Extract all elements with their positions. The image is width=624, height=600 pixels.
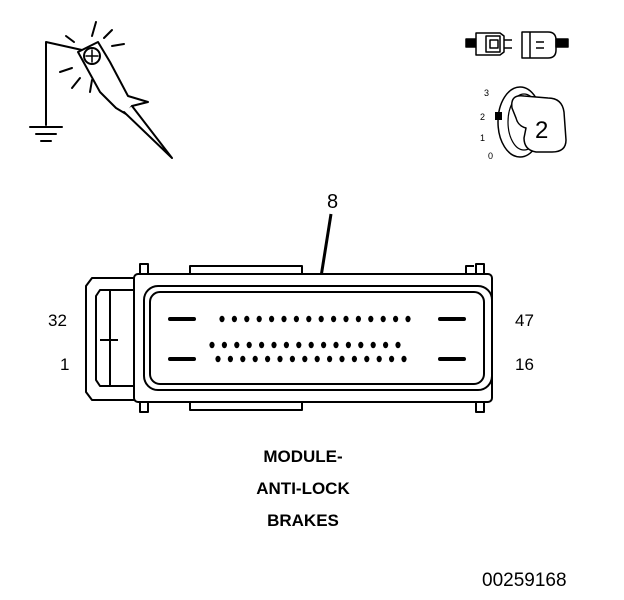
pin-cavity bbox=[215, 355, 221, 363]
pin-cavity bbox=[333, 341, 339, 349]
pin-cavity bbox=[209, 341, 215, 349]
pin-cavity bbox=[271, 341, 277, 349]
pin-cavity bbox=[389, 355, 395, 363]
pin-cavity bbox=[246, 341, 252, 349]
pin-cavity bbox=[265, 355, 271, 363]
pin-cavity bbox=[281, 315, 287, 323]
pin-cavity bbox=[355, 315, 361, 323]
pin-cavity bbox=[293, 315, 299, 323]
key-position-0: 0 bbox=[488, 151, 493, 161]
pin-cavity bbox=[231, 315, 237, 323]
pin-cavity bbox=[302, 355, 308, 363]
pin-cavities bbox=[209, 315, 411, 363]
pin-cavity bbox=[401, 355, 407, 363]
pin-cavity bbox=[269, 315, 275, 323]
pin-cavity bbox=[370, 341, 376, 349]
module-title-line-3: BRAKES bbox=[267, 511, 339, 530]
pin-label-bottom-left: 1 bbox=[60, 355, 69, 374]
pin-cavity bbox=[252, 355, 258, 363]
disconnected-connector-icon bbox=[465, 31, 569, 59]
pin-cavity bbox=[393, 315, 399, 323]
pin-cavity bbox=[244, 315, 250, 323]
module-title-line-2: ANTI-LOCK bbox=[256, 479, 350, 498]
pin-label-top-left: 32 bbox=[48, 311, 67, 330]
pin-cavity bbox=[395, 341, 401, 349]
pin-cavity bbox=[343, 315, 349, 323]
pin-cavity bbox=[405, 315, 411, 323]
pin-cavity bbox=[318, 315, 324, 323]
pin-cavity bbox=[345, 341, 351, 349]
pin-cavity bbox=[308, 341, 314, 349]
test-probe-ground-icon bbox=[29, 21, 173, 159]
pin-cavity bbox=[221, 341, 227, 349]
pin-cavity bbox=[380, 315, 386, 323]
key-position-3: 3 bbox=[484, 88, 489, 98]
pin-cavity bbox=[296, 341, 302, 349]
pin-cavity bbox=[351, 355, 357, 363]
pin-cavity bbox=[234, 341, 240, 349]
pin-cavity bbox=[364, 355, 370, 363]
pin-cavity bbox=[277, 355, 283, 363]
pin-label-top-right: 47 bbox=[515, 311, 534, 330]
pin-callout-label: 8 bbox=[327, 191, 338, 213]
module-title-line-1: MODULE- bbox=[263, 447, 342, 466]
pin-cavity bbox=[306, 315, 312, 323]
pin-cavity bbox=[358, 341, 364, 349]
pin-cavity bbox=[314, 355, 320, 363]
pin-cavity bbox=[383, 341, 389, 349]
pin-cavity bbox=[240, 355, 246, 363]
key-position-1: 1 bbox=[480, 133, 485, 143]
pin-cavity bbox=[256, 315, 262, 323]
figure-number: 00259168 bbox=[482, 570, 567, 591]
pin-cavity bbox=[321, 341, 327, 349]
pin-cavity bbox=[368, 315, 374, 323]
pin-label-bottom-right: 16 bbox=[515, 355, 534, 374]
pin-cavity bbox=[327, 355, 333, 363]
pin-cavity bbox=[219, 315, 225, 323]
pin-cavity bbox=[283, 341, 289, 349]
pin-cavity bbox=[331, 315, 337, 323]
key-selected-position: 2 bbox=[535, 117, 548, 144]
key-position-2: 2 bbox=[480, 112, 485, 122]
pin-cavity bbox=[259, 341, 265, 349]
pin-cavity bbox=[289, 355, 295, 363]
pin-cavity bbox=[227, 355, 233, 363]
pin-cavity bbox=[339, 355, 345, 363]
ignition-switch-icon: 3 2 1 0 2 bbox=[480, 86, 567, 161]
connector-guide-slots bbox=[168, 317, 466, 361]
abs-module-connector bbox=[85, 263, 493, 413]
pin-cavity bbox=[376, 355, 382, 363]
